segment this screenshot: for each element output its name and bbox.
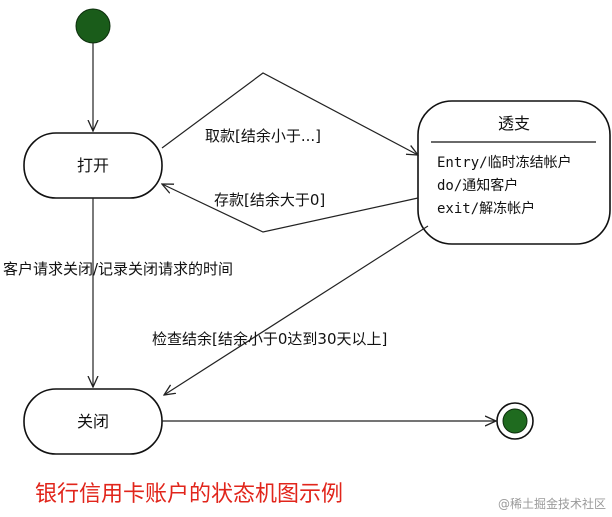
overdraft-do-action: do/通知客户 <box>437 177 518 194</box>
edge-check-balance <box>164 225 429 395</box>
edge-deposit <box>162 184 419 233</box>
deposit-label: 存款[结余大于0] <box>214 191 325 209</box>
overdraft-entry-action: Entry/临时冻结帐户 <box>437 154 572 171</box>
state-open-label: 打开 <box>77 156 109 175</box>
state-overdraft <box>417 100 611 245</box>
check-balance-label: 检查结余[结余小于0达到30天以上] <box>152 330 387 348</box>
diagram-caption: 银行信用卡账户的状态机图示例 <box>35 482 343 507</box>
watermark: @稀土掘金技术社区 <box>498 496 606 511</box>
edge-withdraw <box>161 72 418 155</box>
initial-state <box>75 8 111 44</box>
final-state <box>502 408 528 434</box>
state-overdraft-label: 透支 <box>498 114 530 133</box>
overdraft-exit-action: exit/解冻帐户 <box>437 200 535 217</box>
withdraw-label: 取款[结余小于...] <box>205 127 321 145</box>
close-request-label: 客户请求关闭/记录关闭请求的时间 <box>3 260 233 278</box>
state-closed-label: 关闭 <box>77 412 109 431</box>
